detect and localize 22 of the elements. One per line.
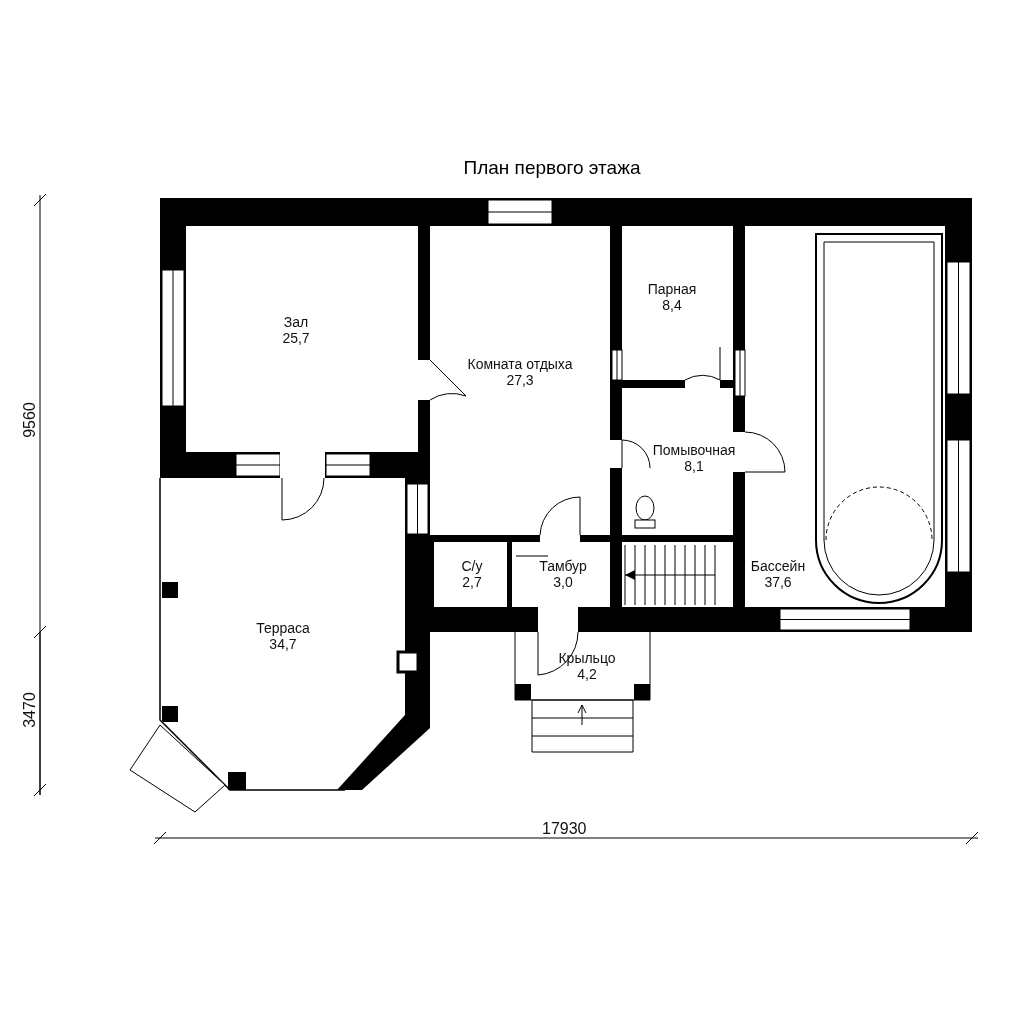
- room-name: Бассейн: [750, 558, 806, 574]
- room-area: 4,2: [577, 666, 597, 682]
- room-area: 8,1: [684, 458, 704, 474]
- dimension-label: 17930: [542, 820, 587, 838]
- room-name: Помывочная: [652, 442, 736, 458]
- room-area: 25,7: [282, 330, 310, 346]
- room-name: Крыльцо: [558, 650, 616, 666]
- plan-title: План первого этажа: [462, 157, 642, 179]
- dimension-label: 9560: [21, 402, 39, 438]
- room-area: 3,0: [553, 574, 573, 590]
- dimension-label: 3470: [21, 692, 39, 728]
- room-area: 8,4: [662, 297, 682, 313]
- room-area: 37,6: [764, 574, 792, 590]
- room-name: Парная: [647, 281, 697, 297]
- room-area: 27,3: [506, 372, 534, 388]
- room-name: Зал: [283, 314, 309, 330]
- room-name: Тамбур: [539, 558, 587, 574]
- room-area: 2,7: [462, 574, 482, 590]
- room-name: Терраса: [256, 620, 310, 636]
- room-name: Комната отдыха: [467, 356, 573, 372]
- room-area: 34,7: [269, 636, 297, 652]
- room-name: С/у: [461, 558, 483, 574]
